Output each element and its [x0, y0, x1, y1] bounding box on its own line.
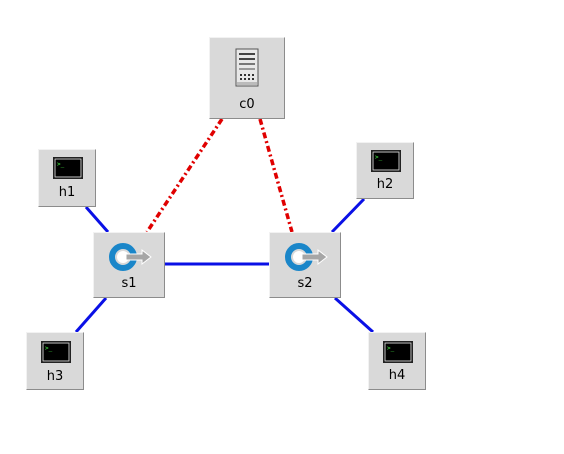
- host-terminal-icon: >_: [41, 341, 71, 367]
- switch-icon: [284, 240, 328, 278]
- host-terminal-icon: >_: [383, 341, 413, 367]
- node-c0[interactable]: c0: [209, 37, 285, 119]
- node-h3[interactable]: >_ h3: [26, 332, 84, 390]
- node-s1[interactable]: s1: [93, 232, 165, 298]
- node-label-h3: h3: [46, 369, 64, 384]
- node-label-h1: h1: [58, 185, 76, 200]
- svg-text:>_: >_: [45, 345, 53, 352]
- link-h1-s1[interactable]: [84, 206, 110, 233]
- link-h3-s1[interactable]: [74, 297, 108, 333]
- controller-server-icon: [235, 48, 259, 92]
- link-c0-s2[interactable]: [258, 118, 294, 233]
- host-terminal-icon: >_: [53, 157, 83, 183]
- node-label-c0: c0: [239, 97, 255, 112]
- node-h4[interactable]: >_ h4: [368, 332, 426, 390]
- link-h4-s2[interactable]: [333, 296, 375, 334]
- node-h2[interactable]: >_ h2: [356, 142, 414, 199]
- svg-text:>_: >_: [375, 154, 383, 161]
- link-h2-s2[interactable]: [330, 197, 366, 234]
- node-label-s1: s1: [121, 276, 137, 291]
- switch-icon: [108, 240, 152, 278]
- link-c0-s1[interactable]: [145, 118, 224, 233]
- host-terminal-icon: >_: [371, 150, 401, 176]
- node-label-h4: h4: [388, 368, 406, 383]
- node-s2[interactable]: s2: [269, 232, 341, 298]
- svg-text:>_: >_: [57, 161, 65, 168]
- svg-text:>_: >_: [387, 345, 395, 352]
- node-label-h2: h2: [376, 177, 394, 192]
- node-label-s2: s2: [297, 276, 313, 291]
- node-h1[interactable]: >_ h1: [38, 149, 96, 207]
